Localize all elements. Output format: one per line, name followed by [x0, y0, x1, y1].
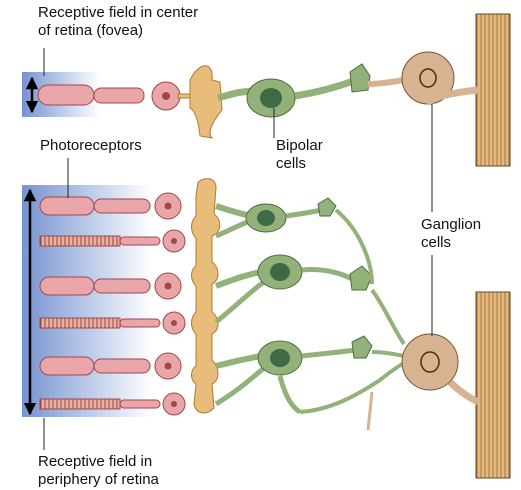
- label-photoreceptors: Photoreceptors: [40, 137, 142, 155]
- fovea-synapse: [190, 66, 222, 138]
- label-bipolar-cells: Bipolar cells: [276, 137, 323, 173]
- fovea-cone-inner: [94, 88, 144, 103]
- periphery-bipolar-cell-3: [216, 336, 372, 412]
- periphery-field-gradient: [22, 185, 152, 417]
- label-ganglion-cells: Ganglion cells: [421, 216, 481, 252]
- periphery-bipolar-cell-2: [216, 255, 372, 322]
- periphery-bipolar-cell-1: [216, 198, 336, 236]
- fovea-pathway: [38, 52, 478, 138]
- label-fovea-field: Receptive field in center of retina (fov…: [38, 4, 198, 40]
- fovea-cone-outer: [38, 85, 94, 105]
- optic-nerve-lower: [476, 292, 510, 478]
- optic-nerve-upper: [476, 14, 510, 166]
- periphery-synapse-column: [192, 179, 220, 413]
- label-periphery-field: Receptive field in periphery of retina: [38, 453, 159, 489]
